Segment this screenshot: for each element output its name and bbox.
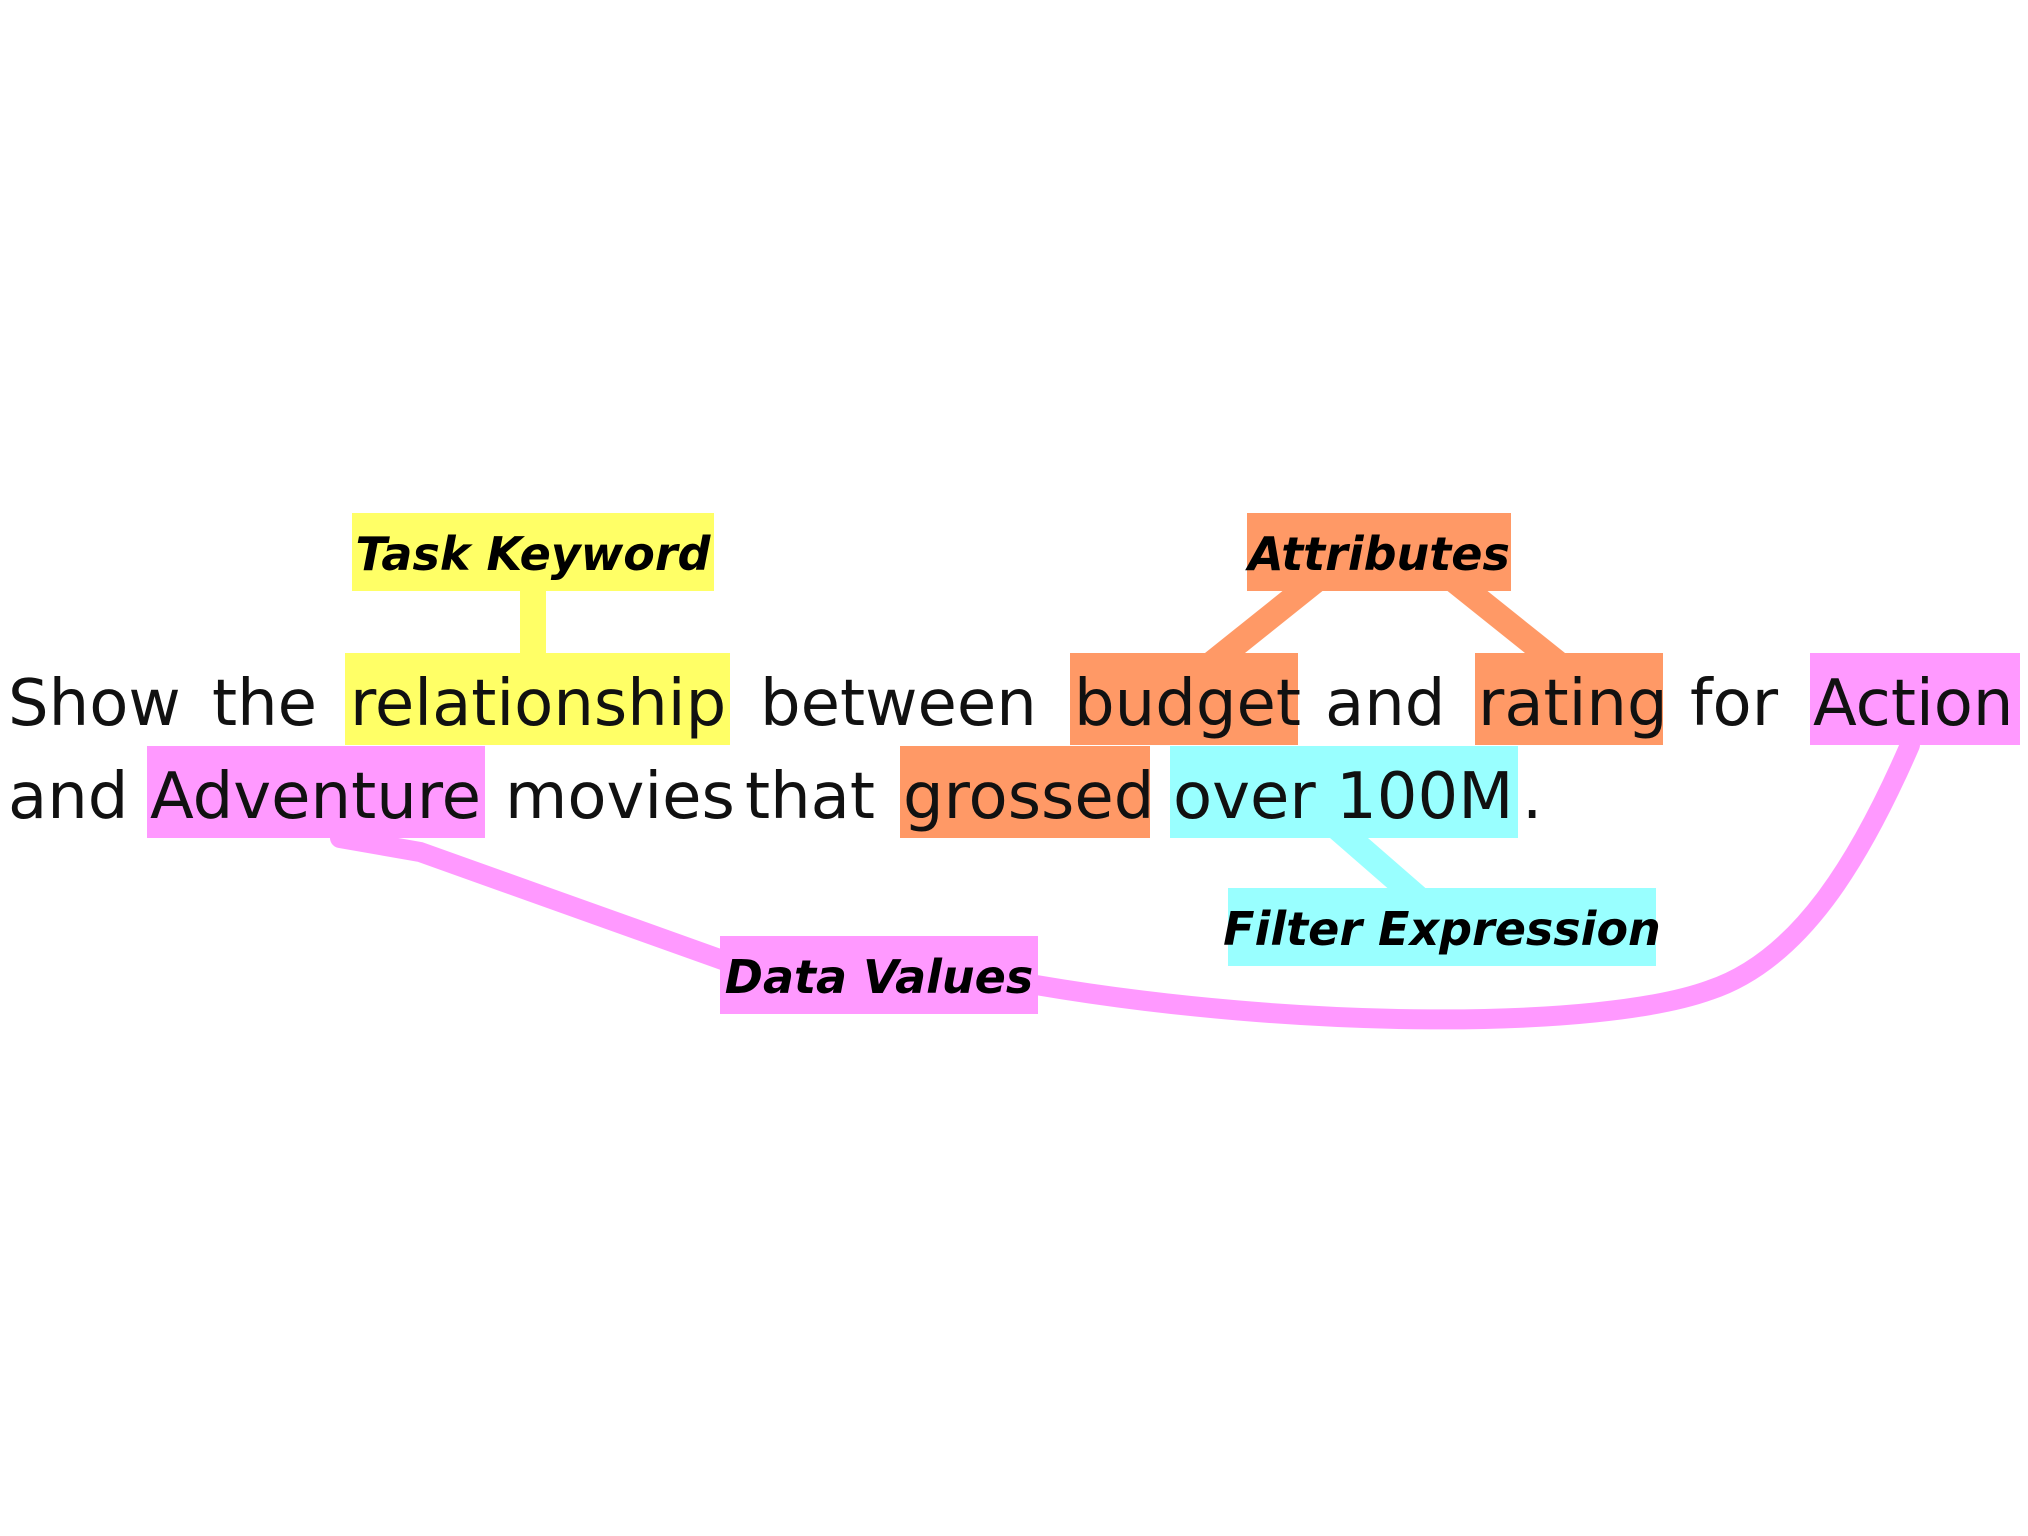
sentence: Show the relationship between budget and…: [8, 667, 2013, 834]
sentence-word: for: [1690, 667, 1779, 741]
label-box-attributes: [1247, 513, 1511, 591]
sentence-word: grossed: [903, 760, 1154, 834]
value-connector-action: [1026, 735, 1920, 1030]
sentence-word: between: [760, 667, 1037, 741]
label-filter-expression: Filter Expression: [1223, 902, 1661, 956]
sentence-word: and: [8, 760, 128, 834]
sentence-word: over 100M: [1173, 760, 1513, 834]
label-data-values: Data Values: [725, 950, 1033, 1004]
highlight-over-100m: [1170, 746, 1518, 838]
sentence-word: relationship: [350, 667, 726, 741]
sentence-word: and: [1325, 667, 1445, 741]
label-box-filter: [1228, 888, 1656, 966]
sentence-word: the: [212, 667, 317, 741]
highlight-adventure: [147, 746, 485, 838]
sentence-word: that: [745, 760, 875, 834]
label-box-values: [720, 936, 1038, 1014]
sentence-word: movies: [505, 760, 735, 834]
sentence-word: Adventure: [150, 760, 481, 834]
sentence-word: budget: [1074, 667, 1301, 741]
label-box-task: [352, 513, 714, 591]
highlights: [147, 653, 2020, 838]
sentence-word: .: [1522, 760, 1542, 834]
highlight-grossed: [900, 746, 1150, 838]
label-task-keyword: Task Keyword: [356, 527, 712, 581]
label-attributes: Attributes: [1245, 527, 1510, 581]
value-connector-adventure: [330, 828, 738, 972]
label-boxes: [352, 513, 1656, 1014]
task-connector: [520, 585, 546, 655]
highlight-budget: [1070, 653, 1298, 745]
sentence-word: Show: [8, 667, 181, 741]
sentence-word: Action: [1813, 667, 2013, 741]
highlight-action: [1810, 653, 2020, 745]
labels: Task Keyword Attributes Filter Expressio…: [356, 527, 1661, 1004]
sentence-word: rating: [1478, 667, 1668, 741]
highlight-relationship: [345, 653, 730, 745]
attribute-connector-budget: [1190, 585, 1330, 665]
attribute-connector-rating: [1440, 585, 1580, 665]
connectors: [330, 585, 1920, 1030]
highlight-rating: [1475, 653, 1663, 745]
filter-connector: [1330, 838, 1430, 892]
